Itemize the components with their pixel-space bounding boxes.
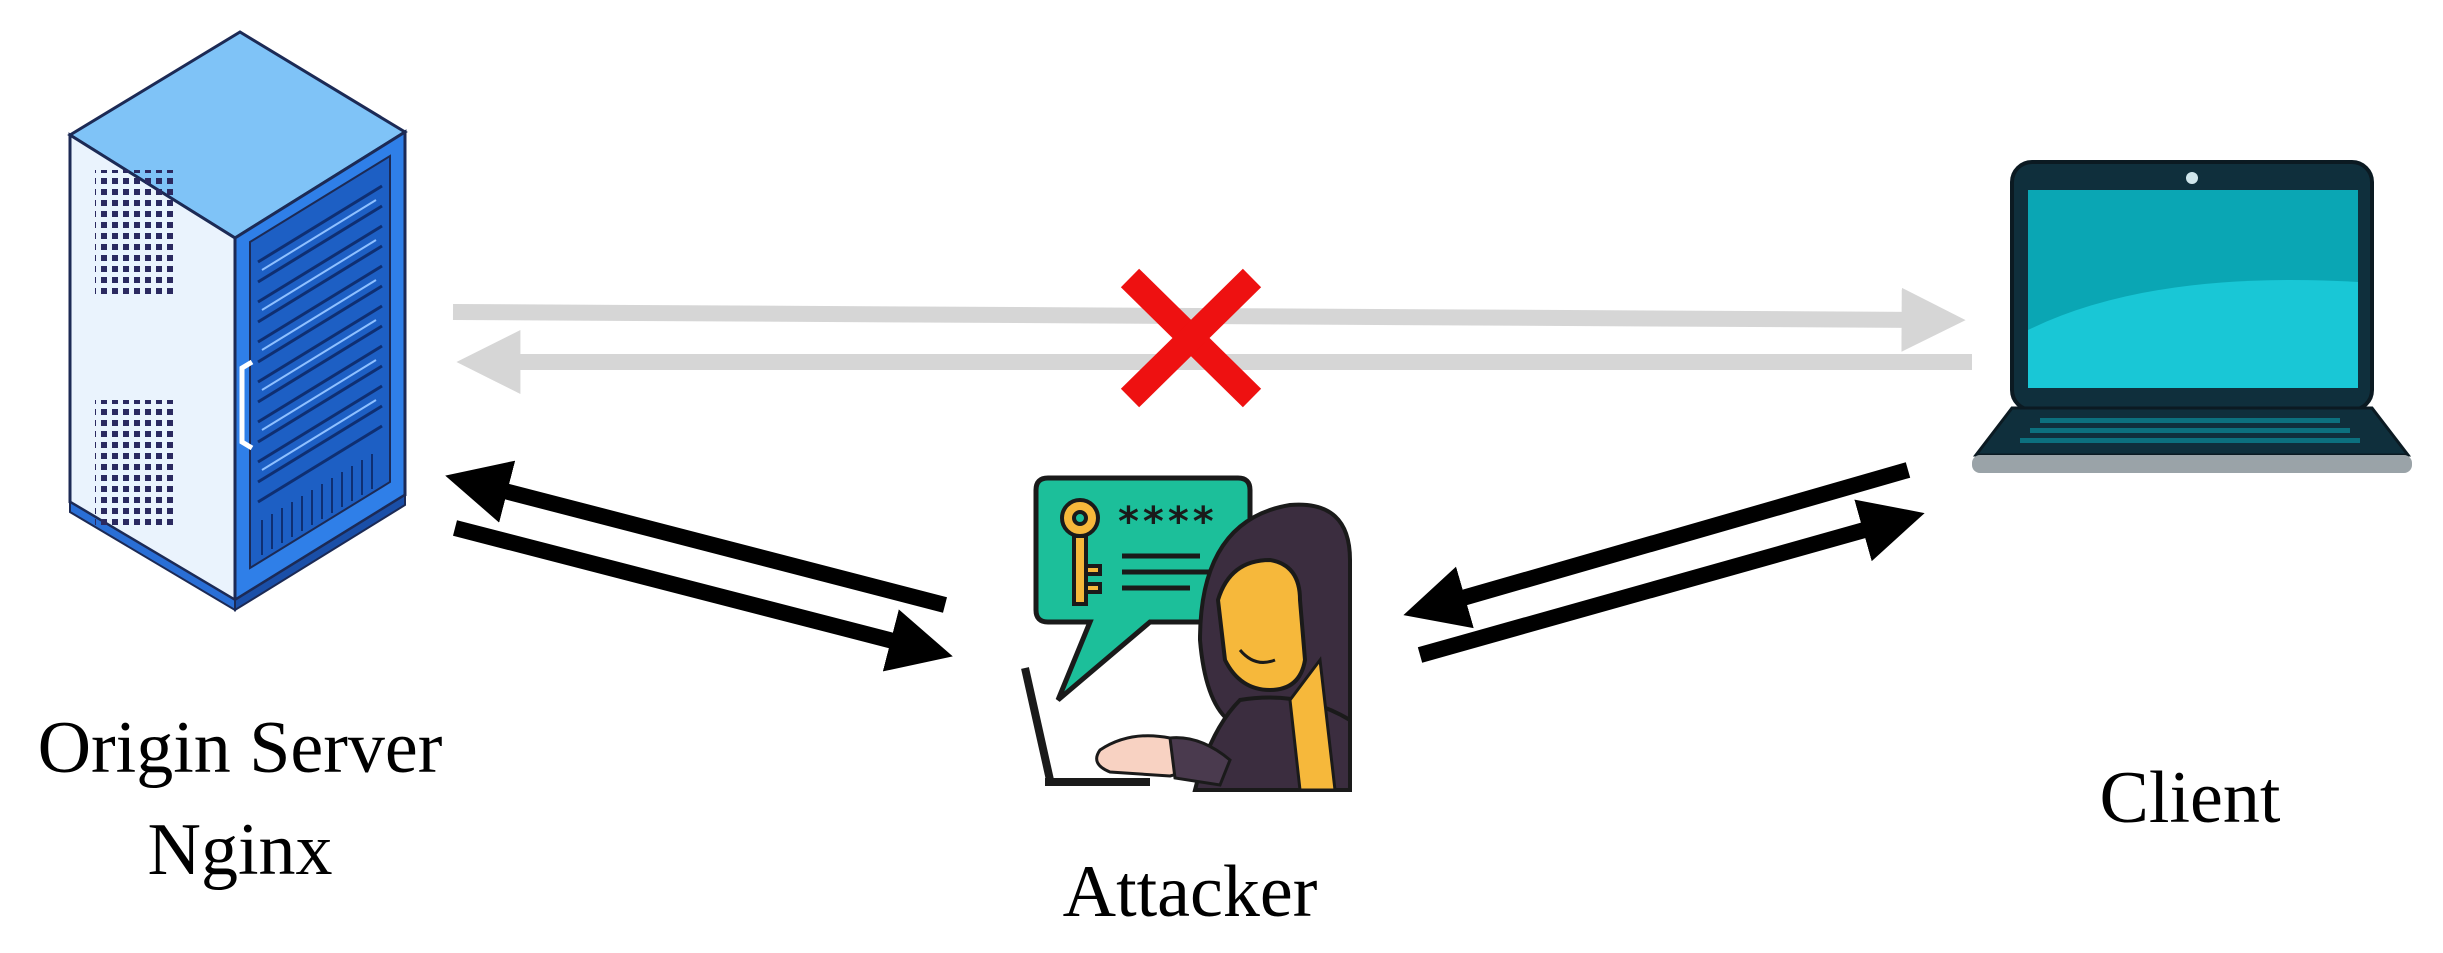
arrow-server-to-attacker	[453, 520, 953, 672]
origin-server-sublabel: Nginx	[147, 809, 333, 891]
origin-server-label: Origin Server	[37, 707, 443, 789]
laptop-icon	[1972, 160, 2412, 473]
arrow-attacker-to-client	[1417, 499, 1925, 663]
blocked-connection	[452, 268, 1972, 408]
password-speech-bubble: ****	[1033, 475, 1253, 702]
client-label: Client	[2099, 757, 2281, 839]
password-mask-text: ****	[1118, 499, 1218, 545]
arrow-client-to-attacker	[1403, 462, 1911, 629]
cross-icon	[1120, 268, 1262, 408]
attacker-client-connection	[1403, 462, 1925, 663]
attacker-label: Attacker	[1062, 851, 1318, 933]
server-attacker-connection	[445, 460, 953, 672]
server-rack-icon	[67, 30, 408, 612]
hacker-icon: ****	[1021, 475, 1352, 792]
key-icon	[1060, 498, 1102, 606]
arrow-attacker-to-server	[445, 460, 948, 613]
